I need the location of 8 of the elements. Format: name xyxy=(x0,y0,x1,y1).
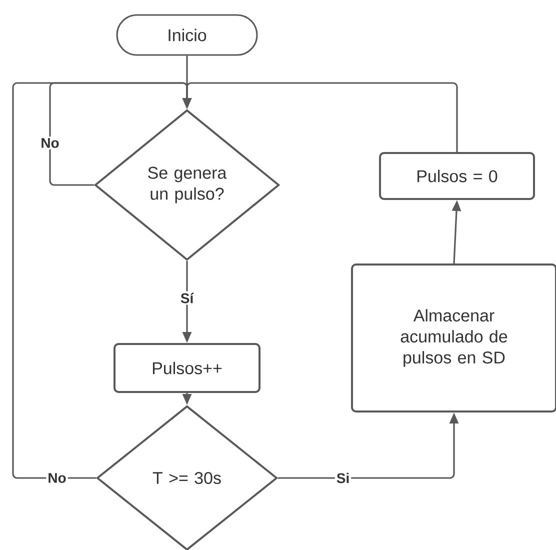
process-box: Pulsos++ xyxy=(114,343,260,393)
edge-label: Sí xyxy=(178,291,196,305)
edge-label: No xyxy=(46,472,68,484)
edge-label: Si xyxy=(334,471,352,485)
start-terminal: Inicio xyxy=(116,14,258,56)
process-box: Pulsos = 0 xyxy=(379,152,535,200)
edge-label: No xyxy=(39,136,61,150)
process-box: Almacenar acumulado de pulsos en SD xyxy=(351,264,556,412)
